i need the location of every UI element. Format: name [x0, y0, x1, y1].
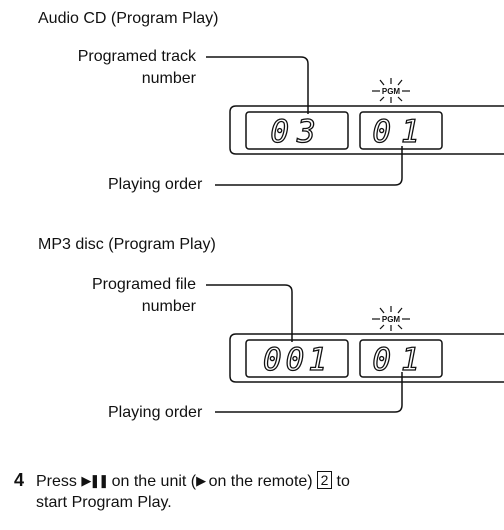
- step-instruction: Press ▶❚❚ on the unit (▶ on the remote) …: [36, 471, 350, 492]
- step-text-on-remote: on the remote): [208, 473, 313, 490]
- digit-box-left: [245, 111, 349, 150]
- leader-line-file: [206, 284, 293, 342]
- step-text-press: Press: [36, 473, 77, 490]
- label-programed-track: Programed track: [77, 48, 196, 65]
- play-pause-icon: ▶❚❚: [81, 473, 109, 488]
- figure-reference-number: 2: [317, 471, 333, 489]
- leader-line-track: [206, 56, 309, 114]
- display-digits-left: 03: [270, 114, 323, 150]
- step-number: 4: [14, 470, 25, 490]
- display-panel: [229, 105, 504, 155]
- display-panel: [229, 333, 504, 383]
- leader-line-order: [215, 372, 403, 413]
- display-digits-left: 001: [263, 342, 331, 378]
- pgm-indicator-text: PGM: [382, 315, 401, 324]
- pgm-indicator-icon: [372, 78, 410, 103]
- play-icon: ▶: [196, 473, 206, 488]
- display-digits-right: 01: [372, 114, 429, 150]
- label-programed-file-number: number: [141, 298, 196, 315]
- step-text-to: to: [336, 473, 350, 490]
- leader-line-order: [215, 146, 403, 186]
- label-programed-track-number: number: [141, 70, 196, 87]
- pgm-indicator-icon: [372, 306, 410, 331]
- label-playing-order: Playing order: [108, 176, 203, 193]
- step-text-on-unit: on the unit (: [111, 473, 197, 490]
- label-programed-file: Programed file: [91, 276, 196, 293]
- digit-box-left: [245, 339, 349, 378]
- section-title-audio-cd: Audio CD (Program Play): [38, 10, 219, 27]
- pgm-indicator-text: PGM: [382, 87, 401, 96]
- digit-box-right: [359, 111, 443, 150]
- label-playing-order: Playing order: [108, 404, 203, 421]
- section-title-mp3-disc: MP3 disc (Program Play): [38, 236, 216, 253]
- step-instruction-line2: start Program Play.: [36, 494, 172, 511]
- display-digits-right: 01: [372, 342, 429, 378]
- digit-box-right: [359, 339, 443, 378]
